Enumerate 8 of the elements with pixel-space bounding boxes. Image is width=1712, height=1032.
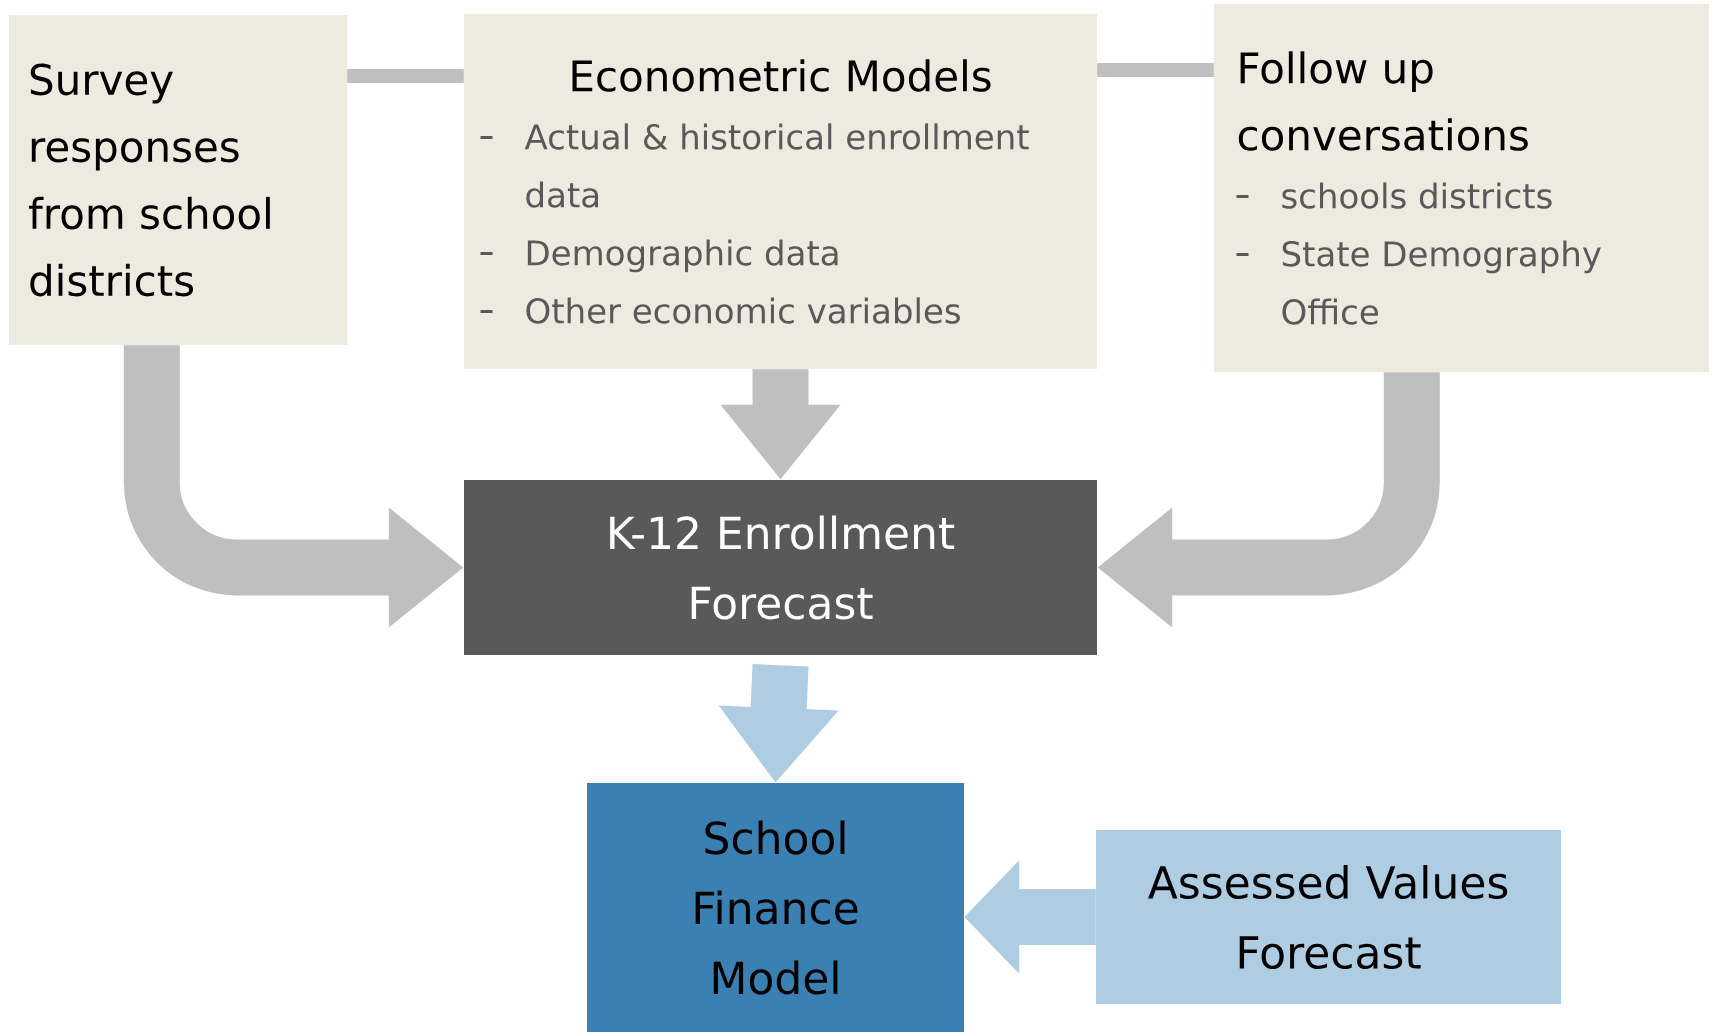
text-box: Survey responses from school districts: [9, 15, 347, 345]
connector-line: [1097, 63, 1214, 77]
text-box: Econometric Models Actual & historical enrollment data Demographic data Other economic variables: [464, 14, 1097, 369]
process-box: K-12 Enrollment Forecast: [464, 480, 1097, 655]
connector-line: [347, 69, 464, 83]
process-box: Assessed Values Forecast: [1096, 830, 1561, 1004]
process-box: School Finance Model: [587, 783, 964, 1032]
text-box: Follow up conversations schools districts State Demography Office: [1214, 4, 1709, 372]
